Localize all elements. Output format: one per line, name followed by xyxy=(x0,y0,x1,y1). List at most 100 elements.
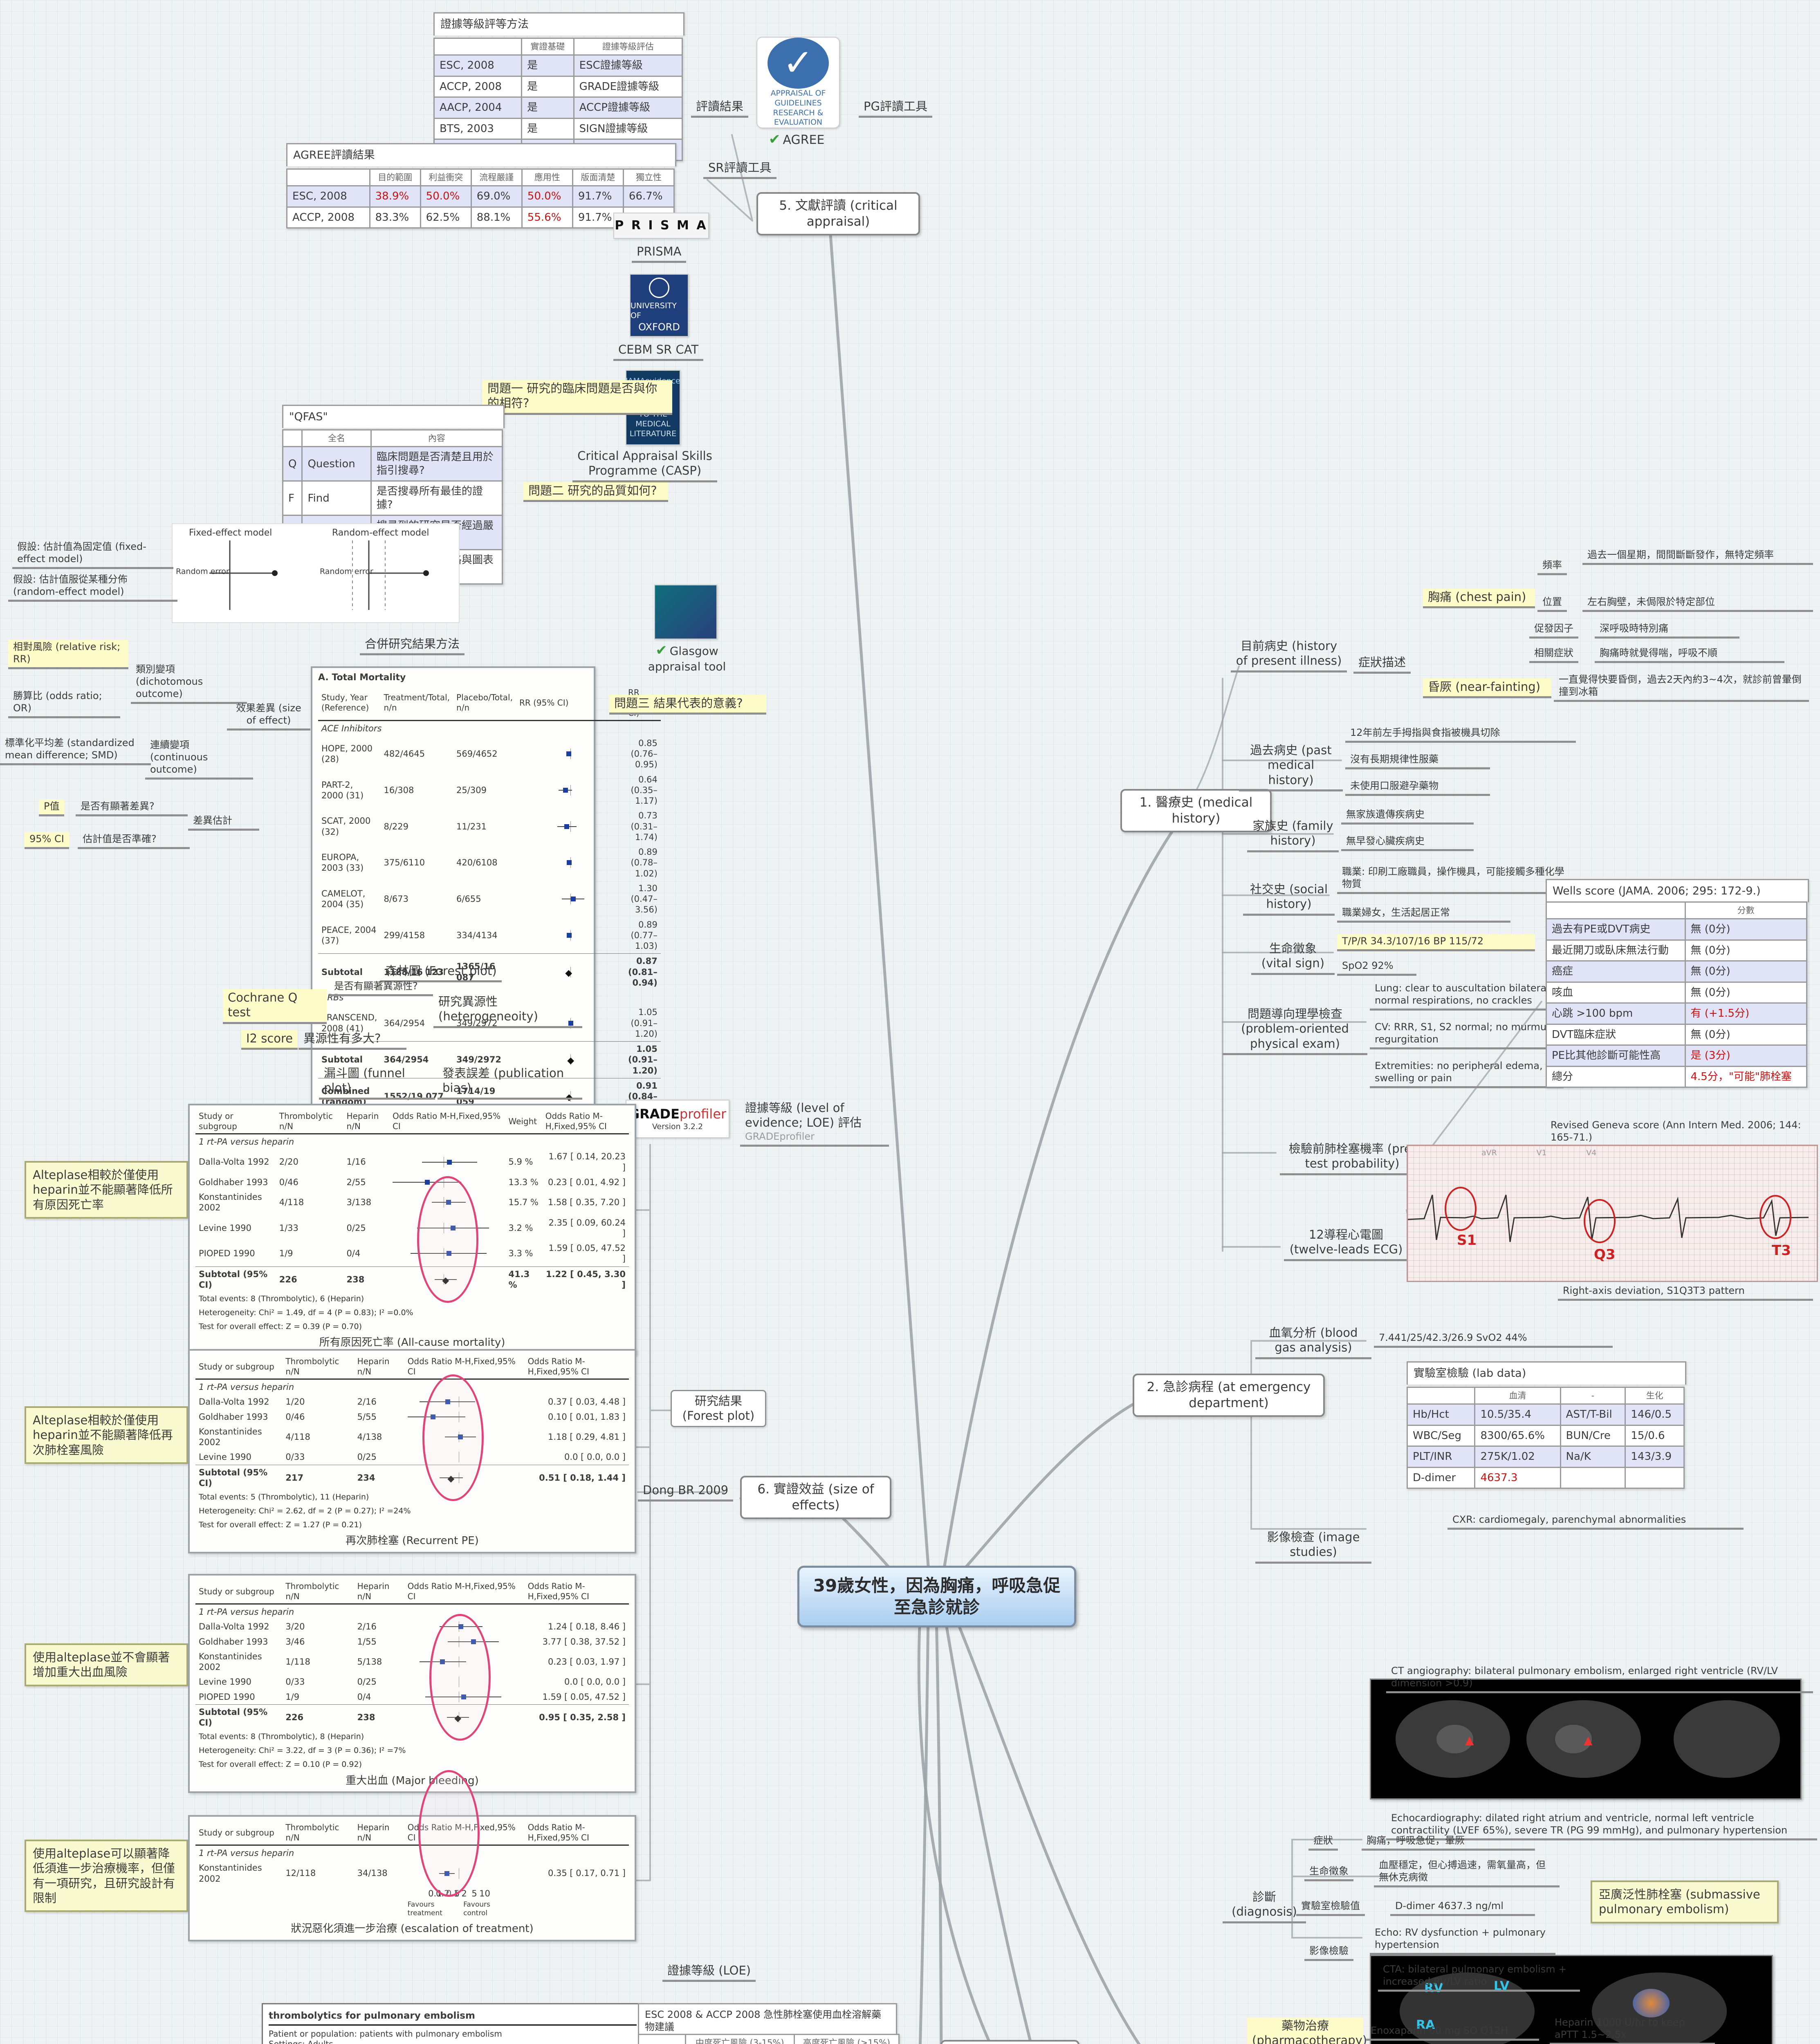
conclusion-mortality-note[interactable]: Alteplase相較於僅使用heparin並不能顯著降低所有原因死亡率 xyxy=(25,1161,188,1219)
question1-label[interactable]: 問題一 研究的臨床問題是否與你的相符? xyxy=(482,380,672,415)
family-item-2[interactable]: 無早發心臟疾病史 xyxy=(1341,834,1474,851)
casp-label[interactable]: Critical Appraisal Skills Programme (CAS… xyxy=(572,448,717,482)
conclusion-bleeding-note[interactable]: 使用alteplase並不會顯著增加重大出血風險 xyxy=(25,1643,188,1686)
dx-imaging-cta[interactable]: CTA: bilateral pulmonary embolism + incr… xyxy=(1378,1962,1580,1992)
random-model-hypothesis[interactable]: 假設: 估計值服從某種分佈 (random-effect model) xyxy=(8,572,177,602)
conclusion-escalation-note[interactable]: 使用alteplase可以顯著降低須進一步治療機率，但僅有一項研究，且研究設計有… xyxy=(25,1840,188,1912)
review-result-label[interactable]: 評讀結果 xyxy=(691,98,749,118)
social-history-label[interactable]: 社交史 (social history) xyxy=(1243,881,1335,916)
hpi-label[interactable]: 目前病史 (history of present illness) xyxy=(1231,638,1347,672)
submassive-pe-box[interactable]: 亞廣泛性肺栓塞 (submassive pulmonary embolism) xyxy=(1591,1880,1779,1923)
dx-vital-value[interactable]: 血壓穩定，但心搏過速，需氧量高，但無休克病徵 xyxy=(1374,1858,1560,1887)
vital-sign-label[interactable]: 生命徵象 (vital sign) xyxy=(1251,940,1335,975)
rx-heparin[interactable]: Heparin 1000 U/hr to keep aPTT 1.5~2.5x xyxy=(1550,2015,1715,2044)
agree-check-label[interactable]: ✔AGREE xyxy=(769,131,825,148)
cochrane-q-test-label[interactable]: Cochrane Q test xyxy=(223,989,327,1024)
odds-ratio-label[interactable]: 勝算比 (odds ratio; OR) xyxy=(8,689,120,718)
loc-key[interactable]: 位置 xyxy=(1537,595,1567,612)
relative-risk-label[interactable]: 相對風險 (relative risk; RR) xyxy=(8,640,128,669)
echo-caption[interactable]: Echocardiography: dilated right atrium a… xyxy=(1386,1811,1817,1840)
wells-title[interactable]: Wells score (JAMA. 2006; 295: 172-9.) xyxy=(1546,879,1809,902)
glasgow-tool-label[interactable]: ✔Glasgow appraisal tool xyxy=(648,642,726,673)
question3-label[interactable]: 問題三 結果代表的意義? xyxy=(609,695,766,715)
chest-pain-label[interactable]: 胸痛 (chest pain) xyxy=(1423,589,1535,609)
assoc-value[interactable]: 胸痛時就覺得喘，呼吸不順 xyxy=(1595,646,1784,663)
family-item-1[interactable]: 無家族遺傳疾病史 xyxy=(1341,807,1474,825)
publication-bias-label[interactable]: 發表誤差 (publication bias) xyxy=(438,1065,582,1100)
dx-vital-key[interactable]: 生命徵象 xyxy=(1304,1864,1353,1881)
pooling-method-label[interactable]: 合併研究結果方法 xyxy=(360,636,465,656)
assoc-key[interactable]: 相關症狀 xyxy=(1529,646,1578,663)
pe-cv[interactable]: CV: RRR, S1, S2 normal; no murmur or reg… xyxy=(1370,1020,1576,1049)
abg-label[interactable]: 血氧分析 (blood gas analysis) xyxy=(1255,1325,1371,1359)
cebm-label[interactable]: CEBM SR CAT xyxy=(613,341,704,361)
pg-tool-label[interactable]: PG評讀工具 xyxy=(859,98,932,118)
heterogeneity-label[interactable]: 研究異源性 (heterogeneoity) xyxy=(433,993,582,1028)
dichotomous-label[interactable]: 類別變項 (dichotomous outcome) xyxy=(131,662,247,704)
estimate-label[interactable]: 差異估計 xyxy=(188,814,259,831)
er-imaging-label[interactable]: 影像檢查 (image studies) xyxy=(1255,1529,1371,1564)
near-fainting-label[interactable]: 昏厥 (near-fainting) xyxy=(1423,679,1551,699)
p-value-label[interactable]: P值 xyxy=(39,799,65,816)
geneva-score-label[interactable]: Revised Geneva score (Ann Intern Med. 20… xyxy=(1546,1118,1817,1148)
study-results-node[interactable]: 研究結果 (Forest plot) xyxy=(671,1390,766,1427)
node-size-of-effects[interactable]: 6. 實證效益 (size of effects) xyxy=(740,1476,891,1519)
loe-label[interactable]: 證據等級 (LOE) xyxy=(662,1962,756,1982)
ecg-node-label[interactable]: 12導程心電圖 (twelve-leads ECG) xyxy=(1284,1226,1408,1261)
question2-label[interactable]: 問題二 研究的品質如何? xyxy=(523,482,668,502)
fixed-model-hypothesis[interactable]: 假設: 估計值為固定值 (fixed-effect model) xyxy=(12,540,173,569)
trigger-value[interactable]: 深呼吸時特別痛 xyxy=(1595,621,1739,639)
pharmacotherapy-label[interactable]: 藥物治療 (pharmacotherapy) xyxy=(1247,2017,1367,2044)
esc-accp-table[interactable]: 中度死亡風險 (3-15%)高度死亡風險 (>15%)ESC 2008並不建議常… xyxy=(638,2033,900,2044)
pretest-label[interactable]: 檢驗前肺栓塞機率 (pre-test probability) xyxy=(1280,1141,1425,1175)
pmh-item-1[interactable]: 12年前左手拇指與食指被機具切除 xyxy=(1345,726,1576,743)
pe-extremities[interactable]: Extremities: no peripheral edema, swelli… xyxy=(1370,1059,1564,1088)
agree-results-title[interactable]: AGREE評讀結果 xyxy=(286,143,676,166)
esc-accp-title[interactable]: ESC 2008 & ACCP 2008 急性肺栓塞使用血栓溶解藥物建議 xyxy=(638,2003,897,2037)
loc-value[interactable]: 左右胸壁，未侷限於特定部位 xyxy=(1582,595,1813,612)
central-topic[interactable]: 39歲女性，因為胸痛，呼吸急促至急診就診 xyxy=(797,1566,1076,1627)
abg-value[interactable]: 7.441/25/42.3/26.9 SvO2 44% xyxy=(1374,1331,1613,1348)
vital-tpr[interactable]: T/P/R 34.3/107/16 BP 115/72 xyxy=(1337,934,1535,951)
forest-plot-label[interactable]: 森林圖 (Forest plot) xyxy=(380,963,502,983)
conclusion-recurrence-note[interactable]: Alteplase相較於僅使用heparin並不能顯著降低再次肺栓塞風險 xyxy=(25,1406,188,1464)
i2-score-label[interactable]: I2 score xyxy=(241,1030,298,1050)
ci-label[interactable]: 95% CI xyxy=(25,832,69,849)
near-fainting-value[interactable]: 一直覺得快要昏倒，過去2天內約3~4次，就診前曾暈倒撞到冰箱 xyxy=(1554,672,1809,702)
diagnosis-label[interactable]: 診斷 (diagnosis) xyxy=(1223,1889,1306,1923)
freq-key[interactable]: 頻率 xyxy=(1537,558,1567,575)
heterogeneity-question[interactable]: 是否有顯著異源性? xyxy=(329,979,433,996)
social-item-2[interactable]: 職業婦女，生活起居正常 xyxy=(1337,905,1510,923)
size-of-effect-label[interactable]: 效果差異 (size of effect) xyxy=(227,701,310,731)
node-emergency[interactable]: 2. 急診病程 (at emergency department) xyxy=(1133,1374,1325,1417)
family-history-label[interactable]: 家族史 (family history) xyxy=(1247,818,1339,852)
qfas-title[interactable]: "QFAS" xyxy=(282,405,505,428)
ct-caption[interactable]: CT angiography: bilateral pulmonary embo… xyxy=(1386,1664,1813,1693)
rating-methods-title[interactable]: 證據等級評等方法 xyxy=(433,12,684,36)
physical-exam-label[interactable]: 問題導向理學檢查 (problem-oriented physical exam… xyxy=(1223,1006,1367,1055)
cxr-finding[interactable]: CXR: cardiomegaly, parenchymal abnormali… xyxy=(1447,1513,1744,1530)
trigger-key[interactable]: 促發因子 xyxy=(1529,621,1578,639)
dx-symptom-value[interactable]: 胸痛，呼吸急促，暈厥 xyxy=(1362,1833,1535,1851)
social-item-1[interactable]: 職業: 印刷工廠職員，操作機具，可能接觸多種化學物質 xyxy=(1337,865,1576,894)
sr-tool-label[interactable]: SR評讀工具 xyxy=(703,159,776,179)
dx-imaging-key[interactable]: 影像檢驗 xyxy=(1304,1944,1353,1961)
node-medical-history[interactable]: 1. 醫療史 (medical history) xyxy=(1120,789,1272,832)
er-lab-title[interactable]: 實驗室檢驗 (lab data) xyxy=(1407,1361,1686,1385)
dx-imaging-echo[interactable]: Echo: RV dysfunction + pulmonary hyperte… xyxy=(1370,1925,1555,1955)
vital-spo2[interactable]: SpO2 92% xyxy=(1337,959,1416,976)
ci-question[interactable]: 估計值是否準確? xyxy=(78,832,190,849)
node-critical-appraisal[interactable]: 5. 文獻評讀 (critical appraisal) xyxy=(756,192,920,235)
pmh-label[interactable]: 過去病史 (past medical history) xyxy=(1239,742,1343,791)
rx-enoxaparin[interactable]: Enoxaparin 60 mg SQ Q12H xyxy=(1366,2024,1539,2041)
dx-lab-value[interactable]: D-dimer 4637.3 ng/ml xyxy=(1390,1899,1535,1916)
freq-value[interactable]: 過去一個星期，間間斷斷發作，無特定頻率 xyxy=(1582,548,1813,565)
dong-2009-label[interactable]: Dong BR 2009 xyxy=(638,1482,734,1502)
dx-symptom-key[interactable]: 症狀 xyxy=(1308,1833,1338,1851)
continuous-label[interactable]: 連續變項 (continuous outcome) xyxy=(145,738,253,780)
i2-question[interactable]: 異源性有多大? xyxy=(298,1030,406,1050)
